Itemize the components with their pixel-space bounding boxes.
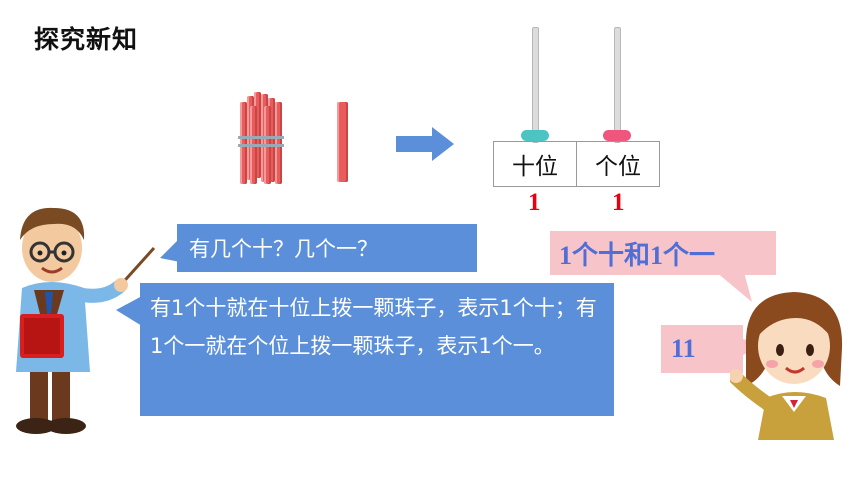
ones-rod — [614, 27, 621, 143]
girl-illustration — [730, 292, 843, 440]
ones-digit: 1 — [612, 189, 625, 216]
tens-bead — [521, 130, 549, 141]
tens-rod — [532, 27, 539, 143]
bubble-tail-explanation — [116, 296, 142, 326]
teacher-explanation-bubble: 有1个十就在十位上拨一颗珠子，表示1个十；有1个一就在个位上拨一颗珠子，表示1个… — [140, 283, 614, 416]
single-stick-icon — [336, 102, 350, 182]
page-title: 探究新知 — [34, 25, 139, 54]
right-arrow-icon — [396, 127, 454, 161]
teacher-illustration — [16, 207, 156, 434]
bubble-tail-answer — [716, 272, 752, 302]
girl-answer-bubble: 1个十和1个一 — [550, 231, 776, 275]
ones-place-label: 个位 — [576, 142, 659, 186]
ones-bead — [603, 130, 631, 141]
place-value-table: 十位 个位 — [493, 141, 660, 187]
girl-number-bubble: 11 — [661, 325, 743, 373]
teacher-question-bubble: 有几个十？几个一？ — [177, 224, 477, 272]
bubble-tail-question — [160, 238, 180, 262]
tens-digit: 1 — [528, 189, 541, 216]
tens-place-label: 十位 — [512, 154, 558, 180]
stick-bundle-icon — [238, 90, 284, 186]
